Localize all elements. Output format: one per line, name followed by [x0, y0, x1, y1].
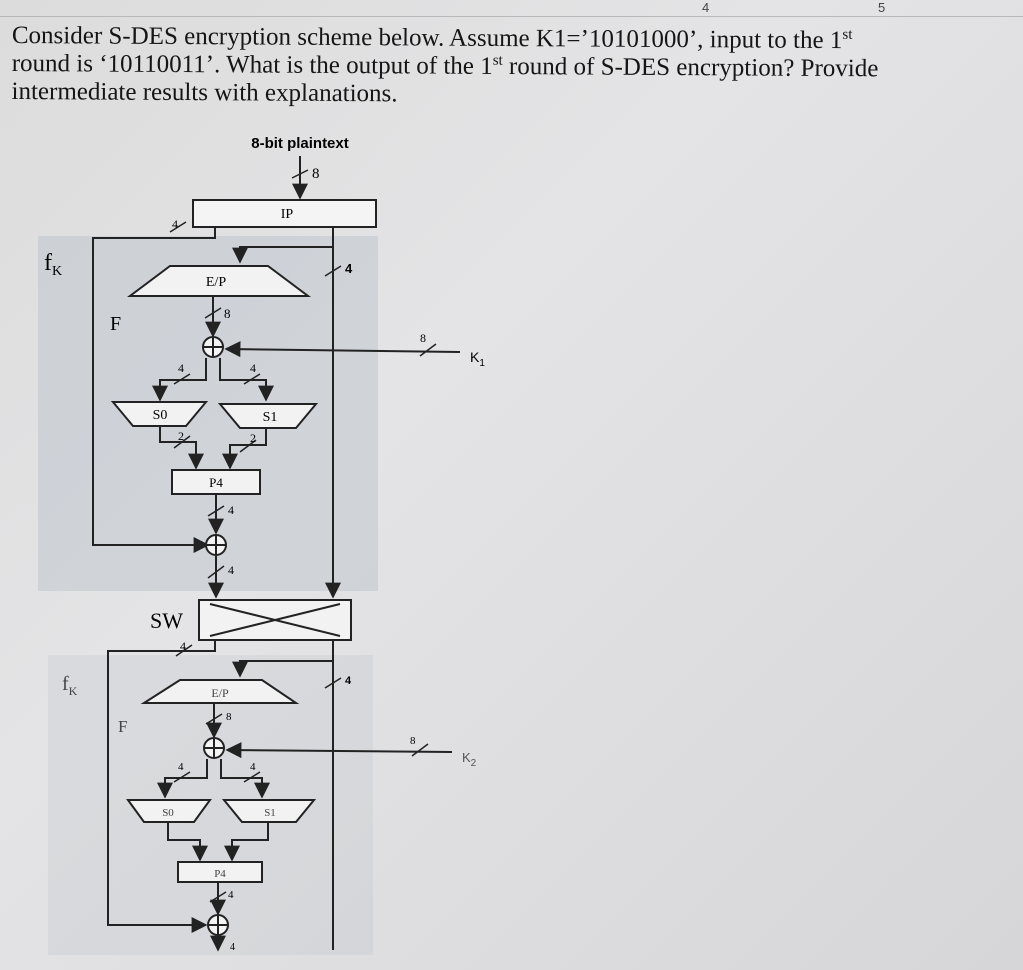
bus-slash — [324, 265, 342, 277]
bus-slash — [207, 565, 225, 579]
plaintext-label: 8-bit plaintext — [251, 135, 349, 152]
bits-plaintext: 8 — [312, 166, 320, 182]
round2-xor-to-s0 — [157, 759, 208, 799]
bits-p4-out-2: 4 — [228, 889, 234, 901]
round1-s0-box — [110, 401, 209, 427]
round2-s1-label: S1 — [264, 807, 276, 819]
round2-p4-label: P4 — [214, 868, 226, 880]
bits-s0-in: 4 — [178, 361, 184, 375]
round2-fk-label: fK — [62, 673, 78, 698]
round1-f-label: F — [110, 313, 121, 335]
round1-right-to-ep — [232, 228, 334, 264]
round1-s0-to-p4 — [159, 427, 204, 470]
bits-s1-out: 2 — [250, 431, 256, 445]
bits-s0-out: 2 — [178, 429, 184, 443]
sw-cross-2 — [209, 603, 341, 637]
bus-slash — [411, 743, 429, 757]
round2-f-label: F — [118, 717, 127, 736]
round1-ep-box — [127, 265, 311, 297]
round2-key-label: K2 — [462, 750, 477, 769]
bits-ip-left: 4 — [172, 217, 178, 231]
round2-p4-box — [177, 861, 263, 883]
bus-slash — [291, 169, 309, 179]
bus-slash — [173, 373, 191, 385]
bits-sw-left: 4 — [180, 639, 186, 653]
ruler-mark-4: 4 — [702, 0, 710, 15]
bits-s1-in: 4 — [250, 361, 256, 375]
bits-s1-in-2: 4 — [250, 761, 256, 773]
round1-p4-box — [171, 469, 261, 495]
bus-slash — [205, 713, 223, 725]
round2-s1-to-p4 — [224, 823, 269, 862]
bus-slash — [209, 891, 227, 903]
ip-box — [192, 199, 377, 228]
round2-left-half-path — [107, 641, 216, 933]
bits-xor-out-2: 4 — [230, 942, 235, 953]
bus-slash — [175, 644, 193, 657]
bus-slash — [173, 435, 191, 449]
round1-s1-box — [217, 403, 319, 429]
bus-slash — [169, 221, 187, 233]
round2-right-to-ep — [232, 641, 334, 678]
round1-xor-to-s1 — [219, 358, 274, 402]
bus-slash — [243, 771, 261, 783]
bus-slash — [243, 373, 261, 385]
bus-slash — [324, 677, 342, 689]
round1-fk-label: fK — [44, 250, 62, 279]
round1-xor-to-s0 — [152, 358, 207, 402]
bus-slash — [419, 343, 437, 357]
round1-key-label: K1 — [470, 349, 485, 369]
bus-slash — [239, 439, 257, 453]
bits-key1: 8 — [420, 331, 426, 345]
ruler-mark-5: 5 — [878, 0, 886, 15]
bits-s0-in-2: 4 — [178, 761, 184, 773]
bits-p4-out: 4 — [228, 503, 234, 517]
bus-slash — [207, 505, 225, 517]
bus-slash — [204, 307, 222, 319]
round1-s1-label: S1 — [263, 410, 278, 425]
round2-s0-label: S0 — [162, 807, 174, 819]
document-ruler: 4 5 — [0, 0, 1023, 17]
round2-ep-label: E/P — [211, 686, 229, 700]
bits-sw-right: 4 — [345, 675, 352, 687]
bits-ip-right: 4 — [345, 261, 353, 276]
sw-label: SW — [150, 608, 183, 633]
round1-p4-label: P4 — [209, 475, 223, 490]
bits-key2: 8 — [410, 735, 416, 747]
round2-ep-box — [140, 679, 300, 704]
round2-s1-box — [221, 799, 317, 823]
round1-left-half-path — [92, 228, 216, 553]
ip-label: IP — [281, 207, 294, 222]
round2-s0-box — [126, 799, 212, 823]
bits-ep2-out: 8 — [226, 711, 232, 723]
round1-s1-to-p4 — [222, 429, 267, 470]
round1-s0-label: S0 — [153, 408, 168, 423]
round2-key-input — [225, 742, 453, 759]
bits-xor-out: 4 — [228, 563, 234, 577]
bus-slash — [173, 771, 191, 783]
round2-xor-to-s1 — [220, 759, 270, 799]
round2-s0-to-p4 — [167, 823, 208, 862]
round1-ep-label: E/P — [206, 275, 226, 290]
round1-key-input — [224, 341, 461, 358]
bits-ep-out: 8 — [224, 306, 231, 321]
